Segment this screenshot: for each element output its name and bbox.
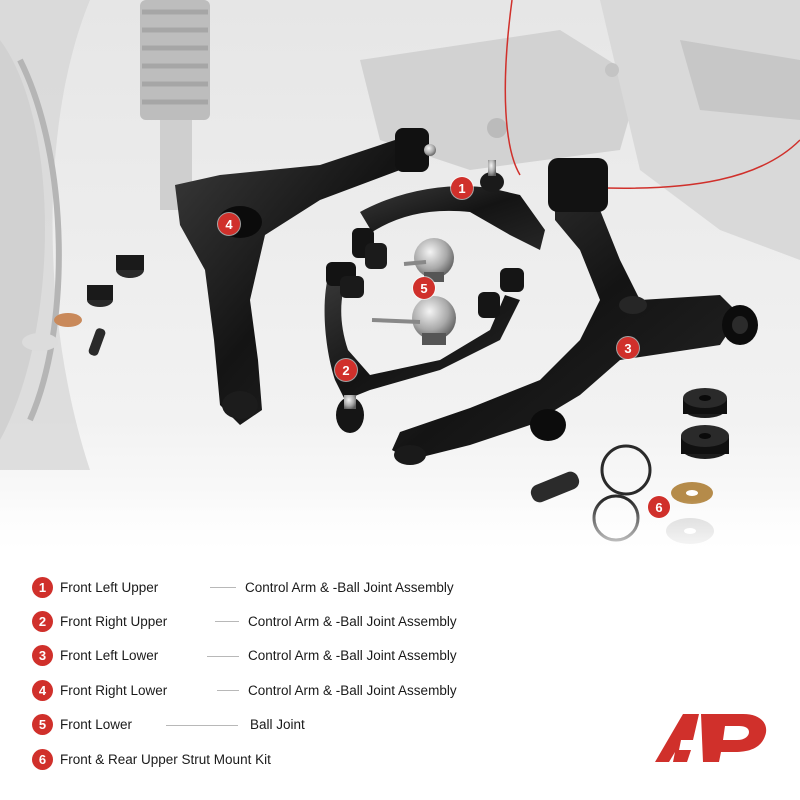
callout-4: 4	[218, 213, 240, 235]
callout-6: 6	[648, 496, 670, 518]
legend-description: Control Arm & -Ball Joint Assembly	[248, 648, 457, 664]
legend-number: 5	[32, 714, 53, 736]
legend-row: 5 Front Lower Ball Joint	[32, 708, 632, 742]
legend-description: Control Arm & -Ball Joint Assembly	[248, 682, 457, 698]
legend-row: 4 Front Right Lower Control Arm & -Ball …	[32, 673, 632, 707]
product-photo: 1 2 3 4 5 6	[0, 0, 800, 560]
legend-part-label: Front & Rear Upper Strut Mount Kit	[60, 751, 271, 767]
legend-divider-line	[207, 655, 239, 657]
legend-divider-line	[210, 587, 236, 588]
legend-description: Ball Joint	[250, 717, 305, 733]
legend-row: 2 Front Right Upper Control Arm & -Ball …	[32, 604, 632, 638]
callout-3: 3	[617, 337, 639, 359]
brand-logo-icon	[653, 710, 773, 766]
callout-1: 1	[451, 177, 473, 199]
legend-divider-line	[166, 724, 238, 726]
legend-part-label: Front Lower	[60, 717, 133, 733]
legend-description: Control Arm & -Ball Joint Assembly	[248, 614, 457, 630]
legend-part-label: Front Left Lower	[60, 648, 159, 664]
legend-divider-line	[217, 690, 239, 692]
legend-description: Control Arm & -Ball Joint Assembly	[245, 579, 454, 595]
legend-number: 2	[32, 611, 53, 633]
legend-number: 3	[32, 645, 53, 667]
legend-number: 1	[32, 576, 53, 598]
legend-divider-line	[215, 621, 239, 623]
legend-row: 6 Front & Rear Upper Strut Mount Kit	[32, 742, 632, 776]
legend-part-label: Front Right Lower	[60, 682, 168, 698]
legend-number: 6	[32, 748, 53, 770]
legend-part-label: Front Left Upper	[60, 579, 159, 595]
legend-number: 4	[32, 679, 53, 701]
callout-5: 5	[413, 277, 435, 299]
legend-part-label: Front Right Upper	[60, 614, 168, 630]
legend-row: 1 Front Left Upper Control Arm & -Ball J…	[32, 570, 632, 604]
legend-row: 3 Front Left Lower Control Arm & -Ball J…	[32, 639, 632, 673]
callout-2: 2	[335, 359, 357, 381]
parts-legend: 1 Front Left Upper Control Arm & -Ball J…	[32, 570, 632, 776]
